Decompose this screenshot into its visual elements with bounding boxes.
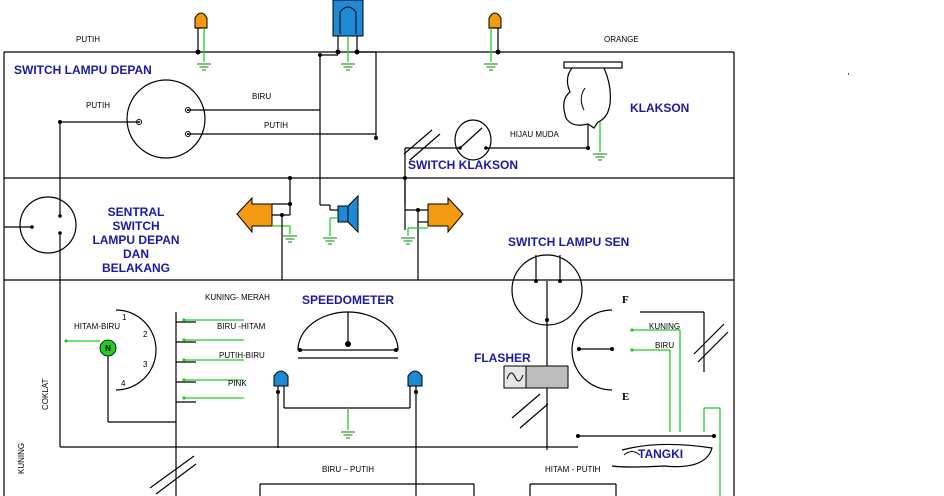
turn-signal-switch [511, 254, 583, 366]
turn-signal-left-icon [236, 176, 298, 280]
horn-icon [563, 61, 623, 161]
speedometer [273, 311, 423, 496]
flasher-label: FLASHER [474, 351, 531, 365]
speaker-icon [320, 194, 359, 245]
wire-label-putih-2: PUTIH [264, 121, 288, 130]
wire-label-putih-top: PUTIH [76, 35, 100, 44]
wire-label-hijau-muda: HIJAU MUDA [510, 130, 560, 139]
wire-label-kuning-merah: KUNING- MERAH [205, 293, 270, 302]
wire-label-hitam-biru: HITAM-BIRU [74, 322, 120, 331]
sentral-label-4: DAN [123, 247, 149, 261]
gear-position-2: 2 [143, 330, 148, 339]
wire-label-biru-fuel: BIRU [655, 341, 674, 350]
sentral-label-3: LAMPU DEPAN [92, 233, 179, 247]
turn-signal-right-icon [400, 176, 464, 280]
wire-label-kuning: KUNING [17, 443, 26, 474]
wire-label-hitam-putih: HITAM - PUTIH [545, 465, 601, 474]
speedometer-label: SPEEDOMETER [302, 293, 394, 307]
wire-label-coklat: COKLAT [41, 378, 50, 410]
wire-label-biru-putih: BIRU – PUTIH [322, 465, 374, 474]
sentral-label-1: SENTRAL [108, 205, 165, 219]
switch-lampu-depan-label: SWITCH LAMPU DEPAN [14, 63, 152, 77]
lamp-icon [483, 12, 502, 71]
sentral-switch [4, 122, 77, 447]
headlamp-icon [320, 0, 378, 140]
tangki-label: TANGKI [638, 447, 683, 461]
gear-position-4: 4 [121, 379, 126, 388]
wire-label-orange: ORANGE [604, 35, 639, 44]
wire-label-putih-switch: PUTIH [86, 101, 110, 110]
headlight-switch [58, 53, 376, 205]
switch-klakson-label: SWITCH KLAKSON [408, 158, 518, 172]
gear-indicator [64, 309, 244, 496]
fuel-full-label: F [622, 294, 629, 306]
sentral-label-5: BELAKANG [102, 261, 170, 275]
horn-switch [403, 119, 590, 230]
wire-label-pink: PINK [228, 379, 247, 388]
lamp-icon [194, 12, 212, 71]
switch-lampu-sen-label: SWITCH LAMPU SEN [508, 235, 629, 249]
wire-label-putih-biru: PUTIH-BIRU [219, 351, 265, 360]
flasher-unit [503, 365, 569, 450]
fuel-empty-label: E [622, 391, 629, 403]
sentral-label-2: SWITCH [112, 219, 159, 233]
wire-label-biru: BIRU [252, 92, 271, 101]
gear-position-3: 3 [143, 360, 148, 369]
gear-position-1: 1 [122, 313, 127, 322]
fuel-gauge [571, 309, 729, 496]
neutral-indicator-label: N [105, 344, 111, 353]
klakson-label: KLAKSON [630, 101, 689, 115]
wire-label-biru-hitam: BIRU -HITAM [217, 322, 266, 331]
wire-label-kuning-fuel: KUNING [649, 322, 680, 331]
lower-wiring [60, 73, 849, 496]
